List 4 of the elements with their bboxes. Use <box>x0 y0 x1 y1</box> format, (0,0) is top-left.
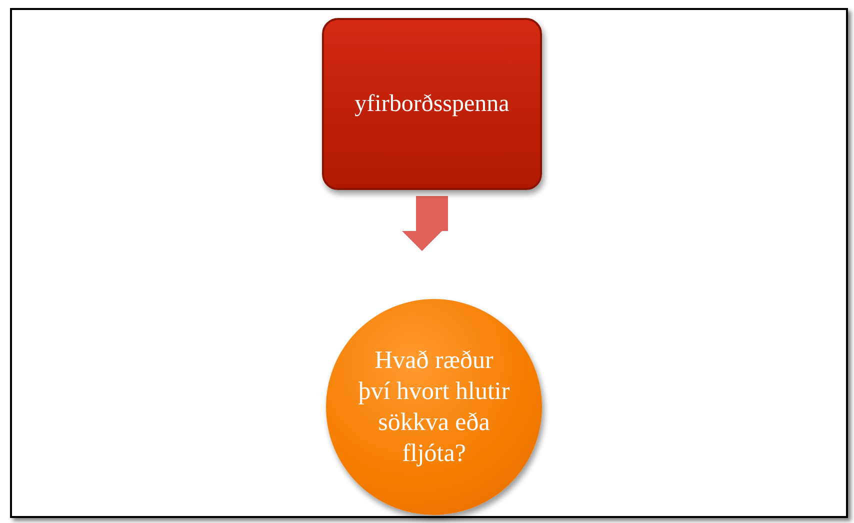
topic-label: yfirborðsspenna <box>354 90 510 119</box>
question-text: Hvað ræður því hvort hlutir sökkva eða fljóta? <box>358 346 510 470</box>
topic-box <box>322 18 542 190</box>
block-arrow <box>402 196 448 251</box>
